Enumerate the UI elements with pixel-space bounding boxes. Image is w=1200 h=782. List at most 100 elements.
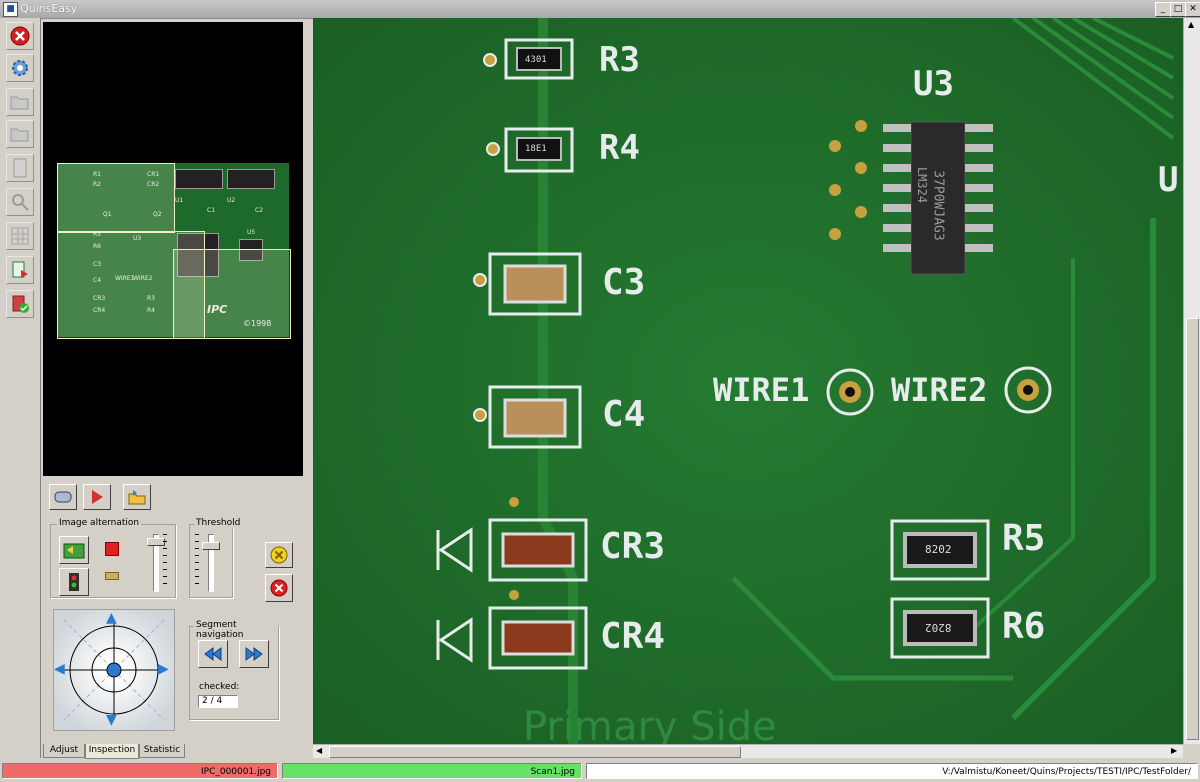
thumb-label: R1 <box>93 171 101 178</box>
image-alternation-group: Image alternation <box>50 518 176 598</box>
horizontal-scrollbar[interactable]: ◀ ▶ <box>313 744 1183 758</box>
open-button[interactable] <box>6 88 34 116</box>
stop-button[interactable] <box>49 484 77 510</box>
joystick-graphic <box>63 619 165 721</box>
label-u-partial: U <box>1158 160 1179 200</box>
play-button[interactable] <box>83 484 111 510</box>
down-arrow-icon[interactable]: ▼ <box>106 712 117 728</box>
tab-inspection[interactable]: Inspection <box>85 744 139 759</box>
label-c4: C4 <box>602 394 646 435</box>
reject-button[interactable] <box>265 574 293 602</box>
thumb-label: ©1998 <box>243 319 272 328</box>
resistor-code-r3: 4301 <box>525 55 547 65</box>
approve-button[interactable] <box>6 290 34 318</box>
thumb-label: CR3 <box>93 295 106 302</box>
close-app-button[interactable] <box>6 22 34 50</box>
open-folder-icon <box>10 128 29 142</box>
label-wire1: WIRE1 <box>713 371 810 409</box>
thumb-label: C1 <box>207 207 216 214</box>
open-folder-icon <box>10 96 29 110</box>
left-toolbar <box>0 18 41 758</box>
previous-segment-button[interactable] <box>198 640 228 668</box>
grid-button[interactable] <box>6 222 34 250</box>
tab-statistic[interactable]: Statistic <box>139 744 185 758</box>
vertical-scrollbar[interactable]: ▲ <box>1183 18 1200 744</box>
export-button[interactable] <box>123 484 151 510</box>
label-primary-side: Primary Side <box>523 704 777 744</box>
check-shield-icon <box>12 295 29 313</box>
scroll-up-icon[interactable]: ▲ <box>1188 20 1195 29</box>
close-window-button[interactable]: ✕ <box>1185 2 1200 17</box>
thumb-label: C2 <box>255 207 264 214</box>
export-icon <box>128 490 146 505</box>
rewind-icon <box>204 647 222 661</box>
red-x-icon <box>10 26 30 46</box>
thumb-label: C4 <box>93 277 102 284</box>
navigation-joystick[interactable]: ▲ ▼ ◀ ▶ <box>53 609 175 731</box>
yellow-x-icon <box>270 546 288 564</box>
next-segment-button[interactable] <box>239 640 269 668</box>
board-overview[interactable]: R1 R2 CR1 CR2 Q1 Q2 U1 U2 C1 C2 R5 R6 U3… <box>43 22 303 476</box>
camera-button[interactable] <box>59 568 89 596</box>
scroll-right-icon[interactable]: ▶ <box>1171 746 1178 755</box>
left-arrow-icon[interactable]: ◀ <box>54 661 65 677</box>
minimize-button[interactable]: _ <box>1155 2 1171 17</box>
up-arrow-icon[interactable]: ▲ <box>106 610 117 626</box>
thumb-chip <box>227 169 275 189</box>
threshold-label: Threshold <box>194 518 243 528</box>
horizontal-scroll-thumb[interactable] <box>329 746 741 758</box>
thumb-label: WIRE2 <box>133 275 153 282</box>
resistor-code-r6: 8202 <box>925 621 952 634</box>
chip-marking-line1: 37P0WJAG3 <box>930 170 946 241</box>
threshold-group: Threshold <box>189 518 243 598</box>
alternation-slider-track[interactable] <box>153 534 159 592</box>
threshold-slider-track[interactable] <box>208 534 214 592</box>
board-image-view[interactable]: R3 R4 C3 C4 CR3 CR4 U3 U WIRE1 WIRE2 R5 … <box>313 18 1183 744</box>
u3-chip <box>829 120 993 275</box>
alternation-slider-thumb[interactable] <box>147 538 165 546</box>
alternate-image-button[interactable] <box>59 536 89 564</box>
report-icon <box>12 261 28 278</box>
thumb-label: U2 <box>227 197 236 204</box>
thumb-label: U5 <box>247 229 256 236</box>
thumb-label: R6 <box>93 243 101 250</box>
gear-icon <box>12 60 28 76</box>
skip-button[interactable] <box>265 542 293 568</box>
grid-icon <box>11 227 29 245</box>
maximize-button[interactable]: □ <box>1170 2 1186 17</box>
vertical-scroll-thumb[interactable] <box>1186 318 1199 740</box>
zoom-button[interactable] <box>6 188 34 216</box>
status-bar: IPC_000001.jpg Scan1.jpg V:/Valmistu/Kon… <box>0 762 1200 782</box>
label-c3: C3 <box>602 262 646 303</box>
traffic-light-icon <box>69 573 79 591</box>
stop-icon <box>54 491 72 503</box>
red-x-icon <box>270 579 288 597</box>
settings-button[interactable] <box>6 54 34 82</box>
right-arrow-icon[interactable]: ▶ <box>158 661 169 677</box>
thumb-label: C3 <box>93 261 102 268</box>
resistor-code-r5: 8202 <box>925 543 952 556</box>
play-icon <box>92 490 103 504</box>
threshold-slider-thumb[interactable] <box>202 542 220 550</box>
tab-adjust[interactable]: Adjust <box>43 744 85 758</box>
checked-label: checked: <box>199 682 240 692</box>
open-project-button[interactable] <box>6 120 34 148</box>
segment-frame <box>173 249 291 339</box>
control-panel: Image alternation Threshold ▲ ▼ ◀ ▶ Segm… <box>43 476 303 744</box>
label-r6: R6 <box>1002 606 1046 647</box>
label-u3: U3 <box>913 64 954 104</box>
status-image-file: IPC_000001.jpg <box>2 763 278 779</box>
scroll-left-icon[interactable]: ◀ <box>316 746 323 755</box>
report-button[interactable] <box>6 256 34 284</box>
checked-count-field: 2 / 4 <box>198 695 238 708</box>
segment-navigation-label: Segment navigation <box>194 620 278 640</box>
label-cr4: CR4 <box>600 616 666 657</box>
label-r5: R5 <box>1002 518 1046 559</box>
label-r3: R3 <box>599 40 640 80</box>
segment-frame <box>57 163 175 233</box>
thumb-label: R2 <box>93 181 101 188</box>
red-indicator <box>105 542 119 556</box>
thumb-label: CR4 <box>93 307 106 314</box>
document-button[interactable] <box>6 154 34 182</box>
thumb-label: R3 <box>147 295 155 302</box>
